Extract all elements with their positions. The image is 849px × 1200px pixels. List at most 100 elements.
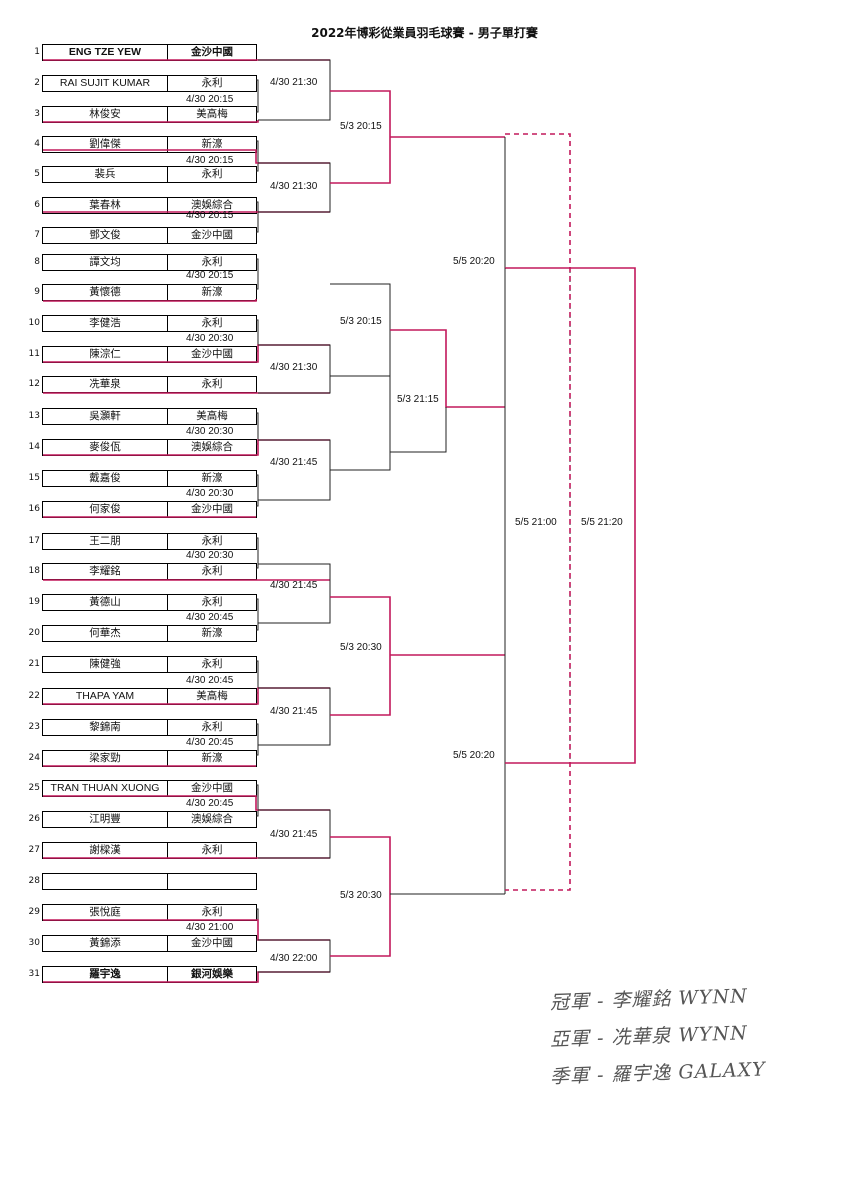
player-name: 鄧文俊 (42, 227, 168, 244)
final-time-label: 5/5 21:00 (515, 517, 557, 528)
first-round-connector (256, 598, 259, 631)
third-round-connector (330, 90, 391, 184)
player-team: 永利 (167, 594, 257, 611)
player-name: 梁家勁 (42, 750, 168, 767)
player-name: 李健浩 (42, 315, 168, 332)
player-name: 何華杰 (42, 625, 168, 642)
second-round-connector (258, 344, 331, 394)
match-time-label: 4/30 20:45 (186, 612, 234, 623)
player-team: 澳娛綜合 (167, 811, 257, 828)
seed-number: 11 (28, 349, 40, 359)
seed-number: 1 (34, 47, 40, 57)
seed-number: 23 (28, 722, 40, 732)
seed-number: 31 (28, 969, 40, 979)
winner-path (43, 971, 330, 983)
match-time-label: 5/3 20:30 (340, 642, 382, 653)
third-round-connector (330, 283, 391, 376)
first-round-connector (256, 319, 259, 352)
player-team: 美高梅 (167, 106, 257, 123)
seed-number: 10 (28, 318, 40, 328)
page-title: 2022年博彩從業員羽毛球賽 - 男子單打賽 (311, 26, 538, 40)
first-round-connector (256, 784, 259, 817)
second-round-connector (258, 162, 331, 213)
match-time-label: 4/30 20:45 (186, 675, 234, 686)
winner-path (43, 439, 330, 456)
seed-number: 27 (28, 845, 40, 855)
match-time-label: 5/3 20:15 (340, 121, 382, 132)
first-round-connector (256, 140, 259, 172)
seed-number: 19 (28, 597, 40, 607)
seed-number: 29 (28, 907, 40, 917)
second-round-connector (258, 439, 331, 501)
seed-number: 25 (28, 783, 40, 793)
handwritten-results: 冠軍 - 李耀銘 WYNN 亞軍 - 冼華泉 WYNN 季軍 - 羅宇逸 GAL… (550, 985, 830, 1096)
player-name: 譚文均 (42, 254, 168, 271)
seed-number: 6 (34, 200, 40, 210)
match-time-label: 4/30 22:00 (270, 953, 318, 964)
match-time-label: 4/30 21:45 (270, 829, 318, 840)
match-time-label: 5/3 20:15 (340, 316, 382, 327)
third-round-connector (330, 836, 391, 957)
match-time-label: 4/30 20:30 (186, 333, 234, 344)
first-round-connector (256, 537, 259, 569)
third-round-connector (330, 375, 391, 471)
third-place-connector (505, 133, 571, 891)
semifinal-time-label: 5/5 20:20 (453, 750, 495, 761)
match-time-label: 5/3 21:15 (397, 394, 439, 405)
player-team: 金沙中國 (167, 227, 257, 244)
player-team: 永利 (167, 719, 257, 736)
player-team: 金沙中國 (167, 44, 257, 61)
player-name: THAPA YAM (42, 688, 168, 705)
player-name: 黃錦添 (42, 935, 168, 952)
winner-path (43, 120, 259, 123)
match-time-label: 4/30 21:45 (270, 580, 318, 591)
seed-number: 15 (28, 473, 40, 483)
player-team: 澳娛綜合 (167, 197, 257, 214)
match-time-label: 4/30 20:30 (186, 550, 234, 561)
player-name: 王二朋 (42, 533, 168, 550)
seed-number: 26 (28, 814, 40, 824)
player-name: 戴嘉俊 (42, 470, 168, 487)
player-name: 吳灝軒 (42, 408, 168, 425)
winner-path (43, 344, 330, 363)
seed-number: 28 (28, 876, 40, 886)
player-team: 永利 (167, 563, 257, 580)
seed-number: 30 (28, 938, 40, 948)
seed-number: 20 (28, 628, 40, 638)
match-time-label: 4/30 21:30 (270, 362, 318, 373)
player-team: 永利 (167, 904, 257, 921)
third-round-connector (330, 596, 391, 716)
seed-number: 2 (34, 78, 40, 88)
player-team: 永利 (167, 75, 257, 92)
match-time-label: 4/30 21:30 (270, 181, 318, 192)
seed-number: 7 (34, 230, 40, 240)
player-team: 永利 (167, 315, 257, 332)
semifinal-time-label: 5/5 20:20 (453, 256, 495, 267)
seed-number: 18 (28, 566, 40, 576)
player-team: 永利 (167, 533, 257, 550)
match-time-label: 4/30 21:30 (270, 77, 318, 88)
player-team: 新濠 (167, 136, 257, 153)
winner-path (43, 687, 330, 705)
second-round-connector (258, 563, 331, 624)
player-name: 張悅庭 (42, 904, 168, 921)
quarter-connector (390, 329, 505, 408)
match-time-label: 4/30 20:45 (186, 798, 234, 809)
second-round-connector (258, 809, 331, 859)
player-name: 葉春林 (42, 197, 168, 214)
seed-number: 24 (28, 753, 40, 763)
seed-number: 21 (28, 659, 40, 669)
match-time-label: 4/30 21:45 (270, 706, 318, 717)
player-team: 永利 (167, 376, 257, 393)
match-time-label: 5/3 20:30 (340, 890, 382, 901)
player-team: 銀河娛樂 (167, 966, 257, 983)
seed-number: 16 (28, 504, 40, 514)
match-time-label: 4/30 20:15 (186, 155, 234, 166)
match-time-label: 4/30 20:15 (186, 270, 234, 281)
seed-number: 12 (28, 379, 40, 389)
seed-number: 4 (34, 139, 40, 149)
player-team: 永利 (167, 656, 257, 673)
seed-number: 9 (34, 287, 40, 297)
player-team: 永利 (167, 254, 257, 271)
seed-number: 14 (28, 442, 40, 452)
